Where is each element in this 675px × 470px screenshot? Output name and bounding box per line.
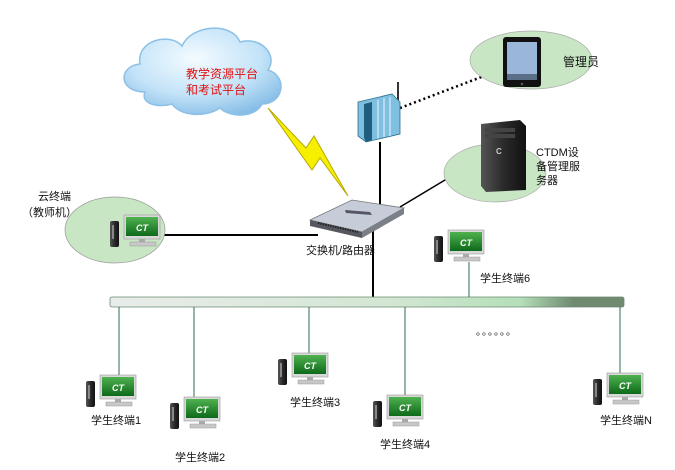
student-label-1: 学生终端1 (91, 415, 142, 427)
student-terminal-4-icon (372, 394, 424, 428)
svg-text:C: C (496, 147, 502, 156)
wireless-link (399, 66, 506, 110)
switch-router-icon (308, 199, 406, 238)
student-terminal-2-icon (169, 396, 221, 430)
student-terminal-6-icon (433, 229, 485, 263)
cloud-label-line1: 教学资源平台 (186, 67, 259, 81)
ellipsis-text: 。。。。。。 (476, 327, 517, 338)
cloud-label-line2: 和考试平台 (186, 83, 247, 97)
server-label-line3: 务器 (536, 175, 558, 187)
server-tower-icon: C (481, 120, 526, 192)
student-label-6: 学生终端6 (480, 273, 531, 285)
student-terminal-n-icon (592, 372, 644, 406)
network-bus (109, 296, 625, 308)
teacher-label-line2: （教师机） (22, 207, 77, 219)
student-terminal-3-icon (277, 352, 329, 386)
student-label-n: 学生终端N (600, 415, 652, 427)
cloud-icon (123, 27, 282, 116)
switch-label: 交换机/路由器 (306, 245, 376, 257)
tablet-icon (503, 37, 541, 87)
student-label-2: 学生终端2 (175, 452, 226, 464)
drop-lines (118, 262, 621, 400)
student-terminal-1-icon (85, 374, 137, 408)
student-label-3: 学生终端3 (290, 397, 341, 409)
student-label-4: 学生终端4 (380, 439, 431, 451)
server-label-line1: CTDM设 (536, 147, 579, 159)
admin-label: 管理员 (563, 55, 600, 69)
wireless-router-icon (357, 82, 401, 143)
teacher-label-line1: 云终端 (38, 191, 71, 203)
server-label-line2: 备管理服 (536, 161, 580, 173)
lightning-bolt-icon (267, 107, 349, 197)
